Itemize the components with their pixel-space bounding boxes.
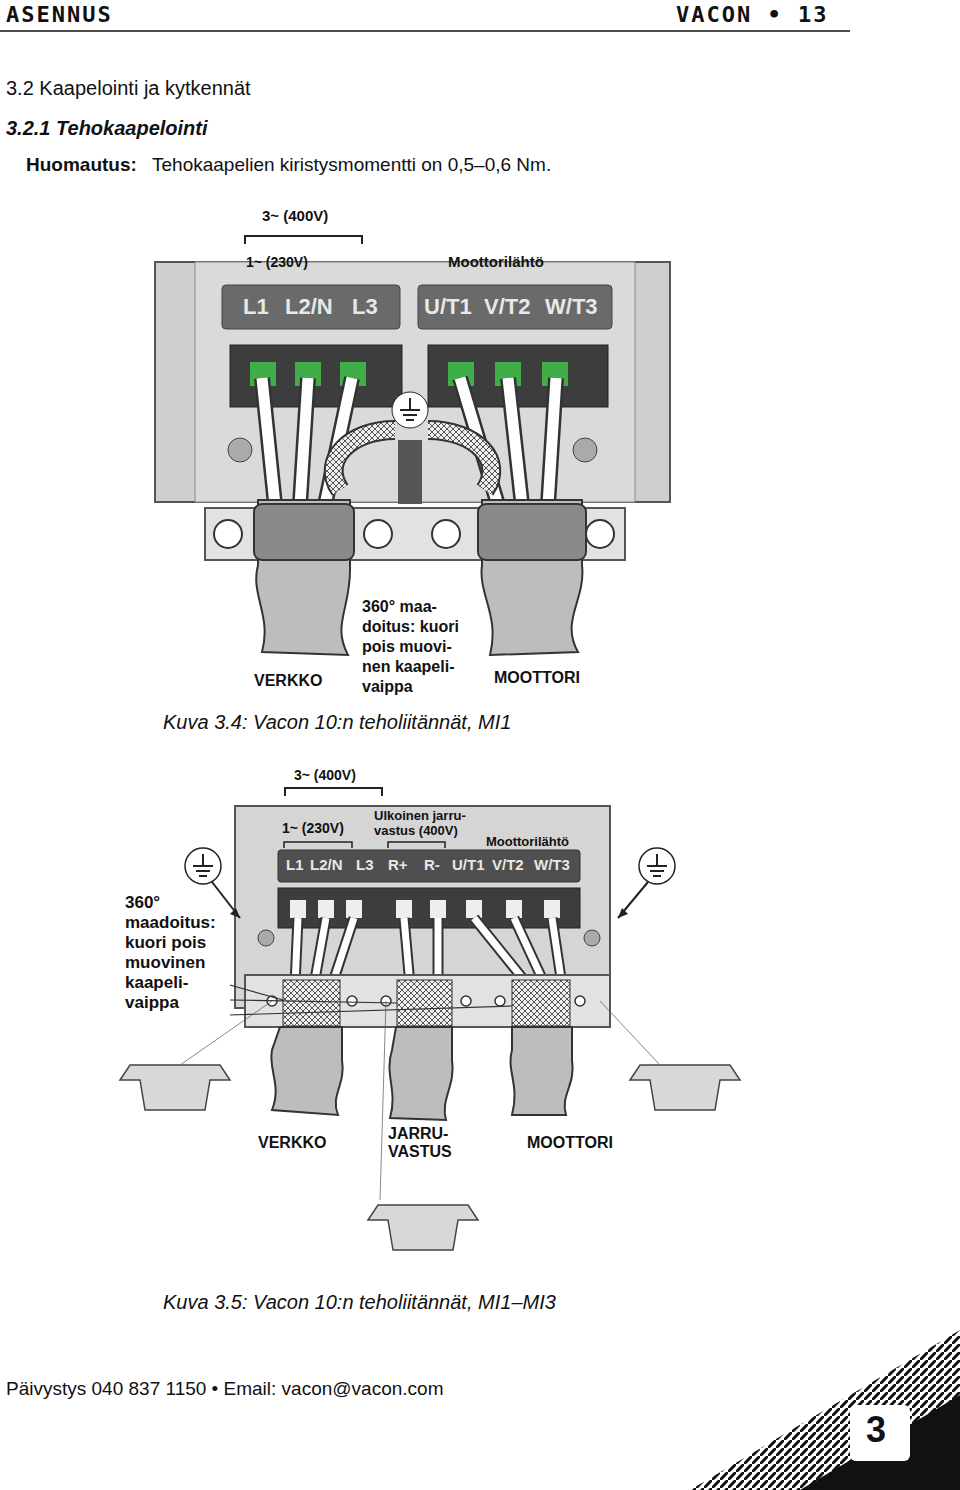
running-header: ASENNUS xyxy=(6,2,113,28)
cable-label: VERKKO xyxy=(258,1133,326,1152)
voltage-label: 1~ (230V) xyxy=(282,820,344,837)
terminal-name: R+ xyxy=(388,856,408,874)
terminal-name: W/T3 xyxy=(545,294,598,320)
terminal-name: L3 xyxy=(356,856,374,874)
grounding-note: 360° maa- doitus: kuori pois muovi- nen … xyxy=(362,597,474,697)
terminal-name: U/T1 xyxy=(452,856,485,874)
terminal-name: V/T2 xyxy=(484,294,530,320)
voltage-label: 3~ (400V) xyxy=(294,767,356,784)
note-text: Tehokaapelien kiristysmomentti on 0,5–0,… xyxy=(152,153,551,176)
header-rule xyxy=(0,30,850,32)
terminal-name: U/T1 xyxy=(424,294,472,320)
terminal-name: W/T3 xyxy=(534,856,570,874)
cable-label: VERKKO xyxy=(254,671,322,690)
figure-caption: Kuva 3.4: Vacon 10:n teholiitännät, MI1 xyxy=(163,710,511,734)
note-label: Huomautus: xyxy=(26,153,137,176)
terminal-name: V/T2 xyxy=(492,856,524,874)
chapter-number: 3 xyxy=(866,1408,886,1451)
terminal-name: L1 xyxy=(286,856,304,874)
grounding-note: 360° maadoitus: kuori pois muovinen kaap… xyxy=(125,893,227,1013)
figure-mi1-mi3 xyxy=(120,788,740,1250)
terminal-name: L2/N xyxy=(310,856,343,874)
cable-label: JARRU- VASTUS xyxy=(388,1125,468,1161)
page-tab-solid xyxy=(800,1395,960,1490)
footer-contact: Päivystys 040 837 1150 • Email: vacon@va… xyxy=(6,1377,443,1400)
subsection-heading: 3.2.1 Tehokaapelointi xyxy=(6,116,208,140)
figure-caption: Kuva 3.5: Vacon 10:n teholiitännät, MI1–… xyxy=(163,1290,556,1314)
voltage-label: 1~ (230V) xyxy=(246,254,308,271)
page-header-number: VACON • 13 xyxy=(676,2,828,28)
brake-resistor-label: Ulkoinen jarru- vastus (400V) xyxy=(374,808,478,838)
voltage-label: 3~ (400V) xyxy=(262,207,328,225)
cable-label: MOOTTORI xyxy=(494,668,580,687)
terminal-name: L2/N xyxy=(285,294,333,320)
figure-mi1 xyxy=(155,236,670,655)
terminal-name: R- xyxy=(424,856,440,874)
section-heading: 3.2 Kaapelointi ja kytkennät xyxy=(6,76,251,100)
terminal-name: L3 xyxy=(352,294,378,320)
motor-output-label: Moottorilähtö xyxy=(448,253,544,271)
cable-label: MOOTTORI xyxy=(527,1133,613,1152)
page-number-patch xyxy=(850,1405,910,1461)
terminal-name: L1 xyxy=(243,294,269,320)
motor-output-label: Moottorilähtö xyxy=(486,834,569,850)
page-tab xyxy=(690,1330,960,1490)
